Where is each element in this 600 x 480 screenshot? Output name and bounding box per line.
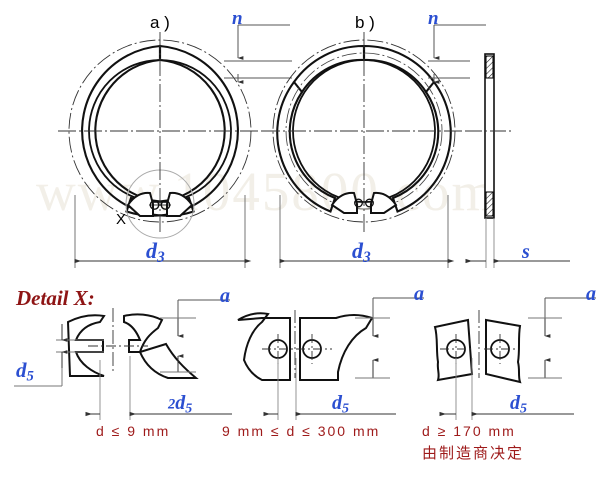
detail-profile-right-1 <box>123 313 164 353</box>
side-profile-body <box>484 53 495 219</box>
detail-profile-right-2 <box>299 314 374 381</box>
view-a-caption: a ) <box>150 13 170 32</box>
range-label-case1: d ≤ 9 mm <box>96 423 171 439</box>
ring-lug-right-b <box>370 191 398 214</box>
label-d5-case3: d5 <box>510 392 527 417</box>
label-2d5-case1: 2d5 <box>168 392 193 417</box>
detail-x-callout-label: X <box>116 211 127 228</box>
detail-profile-left-2 <box>237 312 291 381</box>
view-b-ring <box>262 24 486 268</box>
label-n-view-b: n <box>428 8 439 29</box>
range-label-case2: 9 mm ≤ d ≤ 300 mm <box>222 423 381 439</box>
detail-profile-left-1 <box>66 314 106 377</box>
detail-title: Detail X: <box>16 286 95 310</box>
label-d3-view-b: d3 <box>352 238 371 266</box>
detail-case-1 <box>14 299 232 420</box>
label-a-case2: a <box>414 283 424 305</box>
label-s-side-view: s <box>522 241 530 263</box>
detail-case-2 <box>237 297 424 420</box>
detail-profile-right-3 <box>485 318 522 384</box>
lug-hole-left-b <box>354 198 363 208</box>
label-d5-vertical-case1: d5 <box>16 358 34 385</box>
range-label-case3: d ≥ 170 mm <box>422 423 516 439</box>
side-hatch-bottom <box>485 191 494 217</box>
view-a-ring <box>58 24 292 268</box>
ring-arc-b-r <box>391 81 452 213</box>
label-d3-view-a: d3 <box>146 238 165 266</box>
ring-lug-left-b <box>330 191 358 214</box>
label-n-view-a: n <box>232 8 243 29</box>
manufacturer-note-case3: 由制造商决定 <box>422 444 525 462</box>
ring-arc-b-l <box>276 81 337 213</box>
side-hatch-top <box>485 55 494 79</box>
detail-case-3 <box>433 297 596 420</box>
label-a-case1: a <box>220 285 230 307</box>
detail-profile-right-1b <box>138 342 199 379</box>
ring-lug-left-a <box>126 191 154 217</box>
view-b-caption: b ) <box>355 13 375 32</box>
label-d5-case2: d5 <box>332 392 349 417</box>
label-a-case3: a <box>586 283 596 305</box>
view-side-section <box>465 53 570 268</box>
ring-lug-right-a <box>166 191 194 217</box>
lug-hole-right-b <box>365 198 374 208</box>
detail-profile-left-3 <box>433 318 474 382</box>
